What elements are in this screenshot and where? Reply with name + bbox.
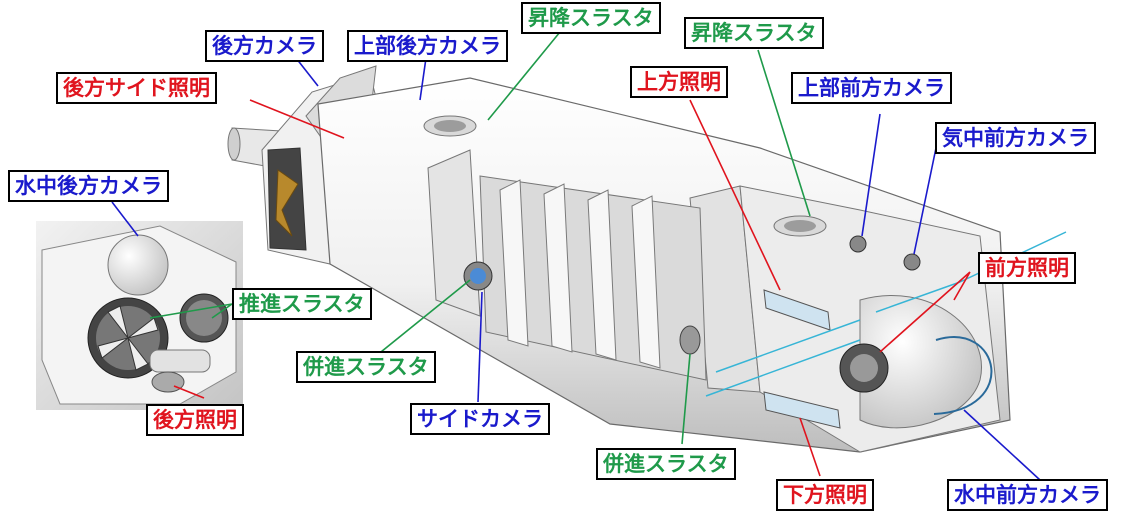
upper-light-bar (763, 289, 831, 331)
label-lift-thruster-front: 昇降スラスタ (684, 17, 824, 49)
label-underwater-rear-camera: 水中後方カメラ (8, 170, 169, 202)
label-air-front-camera: 気中前方カメラ (935, 122, 1096, 154)
label-front-light: 前方照明 (978, 252, 1076, 284)
upper-front-camera-lens (849, 235, 867, 253)
label-lateral-thruster-bottom: 併進スラスタ (596, 448, 736, 480)
label-lateral-thruster-side: 併進スラスタ (296, 351, 436, 383)
rear-light-lamp (151, 371, 185, 393)
rear-view-inset (36, 221, 243, 410)
leader-lines (111, 31, 1041, 481)
label-lift-thruster-rear: 昇降スラスタ (521, 2, 661, 34)
lateral-thruster-port (679, 325, 701, 355)
lower-light-bar (763, 391, 841, 429)
label-rear-side-light: 後方サイド照明 (56, 72, 217, 104)
label-upper-front-camera: 上部前方カメラ (791, 72, 952, 104)
air-front-camera-lens (903, 253, 921, 271)
label-upper-light: 上方照明 (630, 66, 728, 98)
label-rear-camera: 後方カメラ (205, 30, 324, 62)
front-dome (859, 295, 982, 429)
label-propulsion-thruster: 推進スラスタ (232, 288, 372, 320)
label-lower-light: 下方照明 (776, 479, 874, 511)
label-underwater-front-camera: 水中前方カメラ (947, 479, 1108, 511)
label-upper-rear-camera: 上部後方カメラ (347, 30, 508, 62)
label-side-camera: サイドカメラ (410, 403, 550, 435)
rear-camera-dome (107, 234, 169, 296)
label-rear-light: 後方照明 (146, 404, 244, 436)
